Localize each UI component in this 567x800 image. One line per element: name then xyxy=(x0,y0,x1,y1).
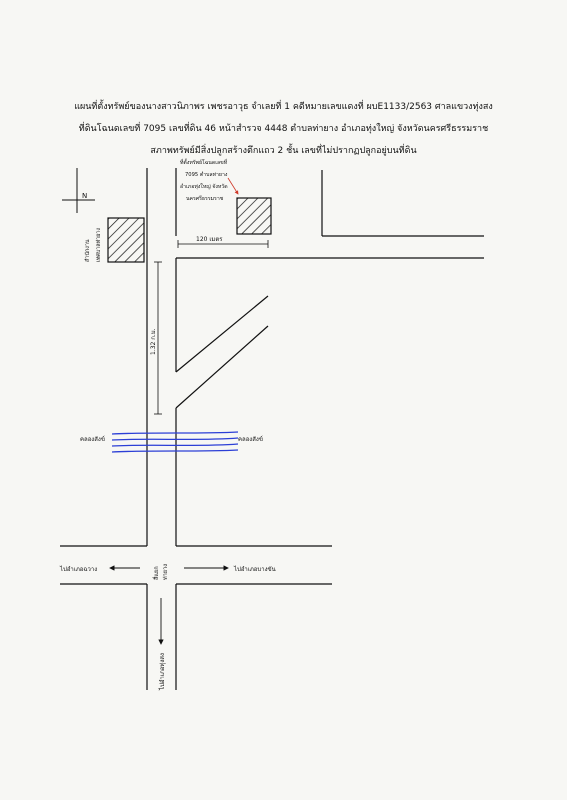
to-chawang-label: ไปอำเภอฉวาง xyxy=(59,565,97,573)
municipal-office-building xyxy=(107,217,145,263)
office-label: สำนักงาน xyxy=(84,239,91,262)
north-arrow-icon: N xyxy=(62,168,95,213)
to-thungsong-label: ไปอำเภอทุ่งสง xyxy=(158,653,166,691)
canal-khlong-sang xyxy=(111,431,239,453)
property-parcel xyxy=(236,197,272,235)
canal-label-right: คลองสังข์ xyxy=(238,435,263,443)
header-line-1: แผนที่ตั้งทรัพย์ของนางสาวนิภาพร เพชรอาวุ… xyxy=(74,102,493,112)
distance-132km-label: 1.32 ก.ม. xyxy=(150,328,157,355)
junction-label-1: สี่แยก xyxy=(152,566,160,580)
branch-road-edge xyxy=(175,295,269,373)
junction-label-2: ท่ายาง xyxy=(163,564,169,580)
parcel-pointer-arrow xyxy=(227,177,239,195)
north-label: N xyxy=(82,192,87,200)
header-line-3: สภาพทรัพย์มีสิ่งปลูกสร้างตึกแถว 2 ชั้น เ… xyxy=(150,146,417,156)
parcel-label: ที่ตั้งทรัพย์โฉนดเลขที่ 7095 ตำบลท่ายาง … xyxy=(180,158,229,202)
to-bangkhan-label: ไปอำเภอบางขัน xyxy=(233,565,276,573)
distance-120m-label: 120 เมตร xyxy=(196,236,223,243)
office-label-2: เทศบาลท่ายาง xyxy=(95,228,102,262)
canal-label-left: คลองสังข์ xyxy=(80,435,105,443)
branch-road-edge xyxy=(175,325,269,409)
header-line-2: ที่ดินโฉนดเลขที่ 7095 เลขที่ดิน 46 หน้าส… xyxy=(78,124,489,134)
